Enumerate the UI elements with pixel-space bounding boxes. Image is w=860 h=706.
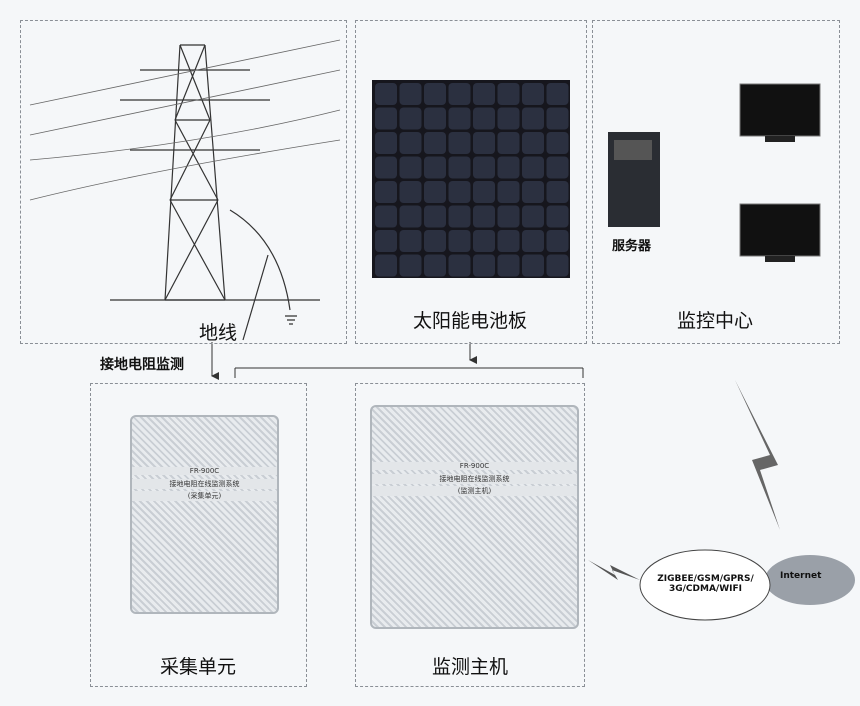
collector-panel: [90, 383, 307, 687]
solar-cell: [522, 181, 544, 203]
server-label: 服务器: [612, 239, 652, 254]
solar-label: 太阳能电池板: [412, 310, 528, 332]
monitor-icon: [739, 203, 821, 262]
solar-cell: [522, 230, 544, 252]
collector-label: 采集单元: [159, 656, 237, 678]
solar-cell: [448, 132, 471, 154]
solar-cell: [424, 83, 446, 105]
power-tower-icon: [29, 39, 341, 341]
host-panel: [355, 383, 585, 687]
tower-panel: [20, 20, 347, 344]
solar-panel: [355, 20, 587, 344]
device-system: 接地电阻在线监测系统: [132, 479, 277, 489]
solar-cell: [546, 83, 569, 105]
solar-cell: [399, 230, 422, 252]
monitor-center-label: 监控中心: [676, 310, 754, 332]
server-icon: [608, 132, 660, 227]
solar-cell: [546, 254, 569, 277]
collector-device: FR-900C 接地电阻在线监测系统 (采集单元): [130, 415, 279, 614]
solar-cell: [424, 156, 446, 179]
solar-cell: [497, 83, 520, 105]
device-system: 接地电阻在线监测系统: [372, 474, 577, 484]
solar-cell: [546, 230, 569, 252]
device-sub: (监测主机): [372, 486, 577, 496]
solar-cell: [399, 254, 422, 277]
solar-cell: [399, 107, 422, 130]
solar-cell: [473, 230, 495, 252]
solar-cell: [497, 205, 520, 228]
solar-cell: [448, 254, 471, 277]
solar-cell: [424, 254, 446, 277]
internet-label: Internet: [780, 571, 822, 581]
solar-cell: [522, 83, 544, 105]
solar-cell: [497, 254, 520, 277]
solar-cell: [399, 132, 422, 154]
solar-cell: [546, 205, 569, 228]
solar-cell: [473, 156, 495, 179]
monitor-icon: [739, 83, 821, 142]
device-model: FR-900C: [372, 462, 577, 470]
solar-cell: [424, 107, 446, 130]
host-label: 监测主机: [431, 656, 509, 678]
solar-cell: [448, 205, 471, 228]
solar-cell: [399, 156, 422, 179]
solar-cell: [448, 181, 471, 203]
solar-cell: [497, 230, 520, 252]
edge-label: 接地电阻监测: [100, 357, 184, 373]
host-device: FR-900C 接地电阻在线监测系统 (监测主机): [370, 405, 579, 629]
solar-cell: [522, 132, 544, 154]
cloud-icon: [639, 549, 855, 621]
solar-cell: [497, 132, 520, 154]
solar-cell: [448, 230, 471, 252]
solar-cell: [473, 132, 495, 154]
solar-cell: [424, 181, 446, 203]
solar-cell: [546, 107, 569, 130]
solar-cell: [473, 205, 495, 228]
device-model: FR-900C: [132, 467, 277, 475]
solar-cell: [399, 181, 422, 203]
solar-cell: [522, 205, 544, 228]
wireless-signal-icon: [588, 560, 640, 580]
solar-cell: [497, 181, 520, 203]
solar-cell: [546, 156, 569, 179]
solar-cell: [448, 156, 471, 179]
solar-cell: [522, 254, 544, 277]
solar-cell: [497, 156, 520, 179]
solar-cell: [473, 254, 495, 277]
solar-cell: [424, 132, 446, 154]
solar-cell: [399, 83, 422, 105]
solar-cell: [375, 230, 397, 252]
solar-cell: [375, 132, 397, 154]
solar-cell: [473, 181, 495, 203]
solar-cell: [497, 107, 520, 130]
solar-cell: [424, 230, 446, 252]
solar-cell: [448, 83, 471, 105]
ground-wire-label: 地线: [198, 322, 238, 344]
solar-cell: [473, 107, 495, 130]
wireless-label: ZIGBEE/GSM/GPRS/ 3G/CDMA/WIFI: [657, 574, 754, 594]
solar-cell: [546, 181, 569, 203]
solar-cell: [375, 205, 397, 228]
solar-cell: [424, 205, 446, 228]
solar-cell: [375, 107, 397, 130]
monitor-center-panel: [592, 20, 840, 344]
solar-cell: [375, 156, 397, 179]
solar-cell: [375, 181, 397, 203]
solar-cell: [375, 254, 397, 277]
solar-cell: [522, 156, 544, 179]
solar-cell: [448, 107, 471, 130]
solar-cell: [522, 107, 544, 130]
lightning-icon: [735, 380, 780, 530]
solar-cell: [473, 83, 495, 105]
solar-panel-icon: [372, 80, 570, 278]
solar-cell: [375, 83, 397, 105]
solar-cell: [546, 132, 569, 154]
solar-cell: [399, 205, 422, 228]
connection-arrows: [211, 342, 584, 380]
device-sub: (采集单元): [132, 491, 277, 501]
